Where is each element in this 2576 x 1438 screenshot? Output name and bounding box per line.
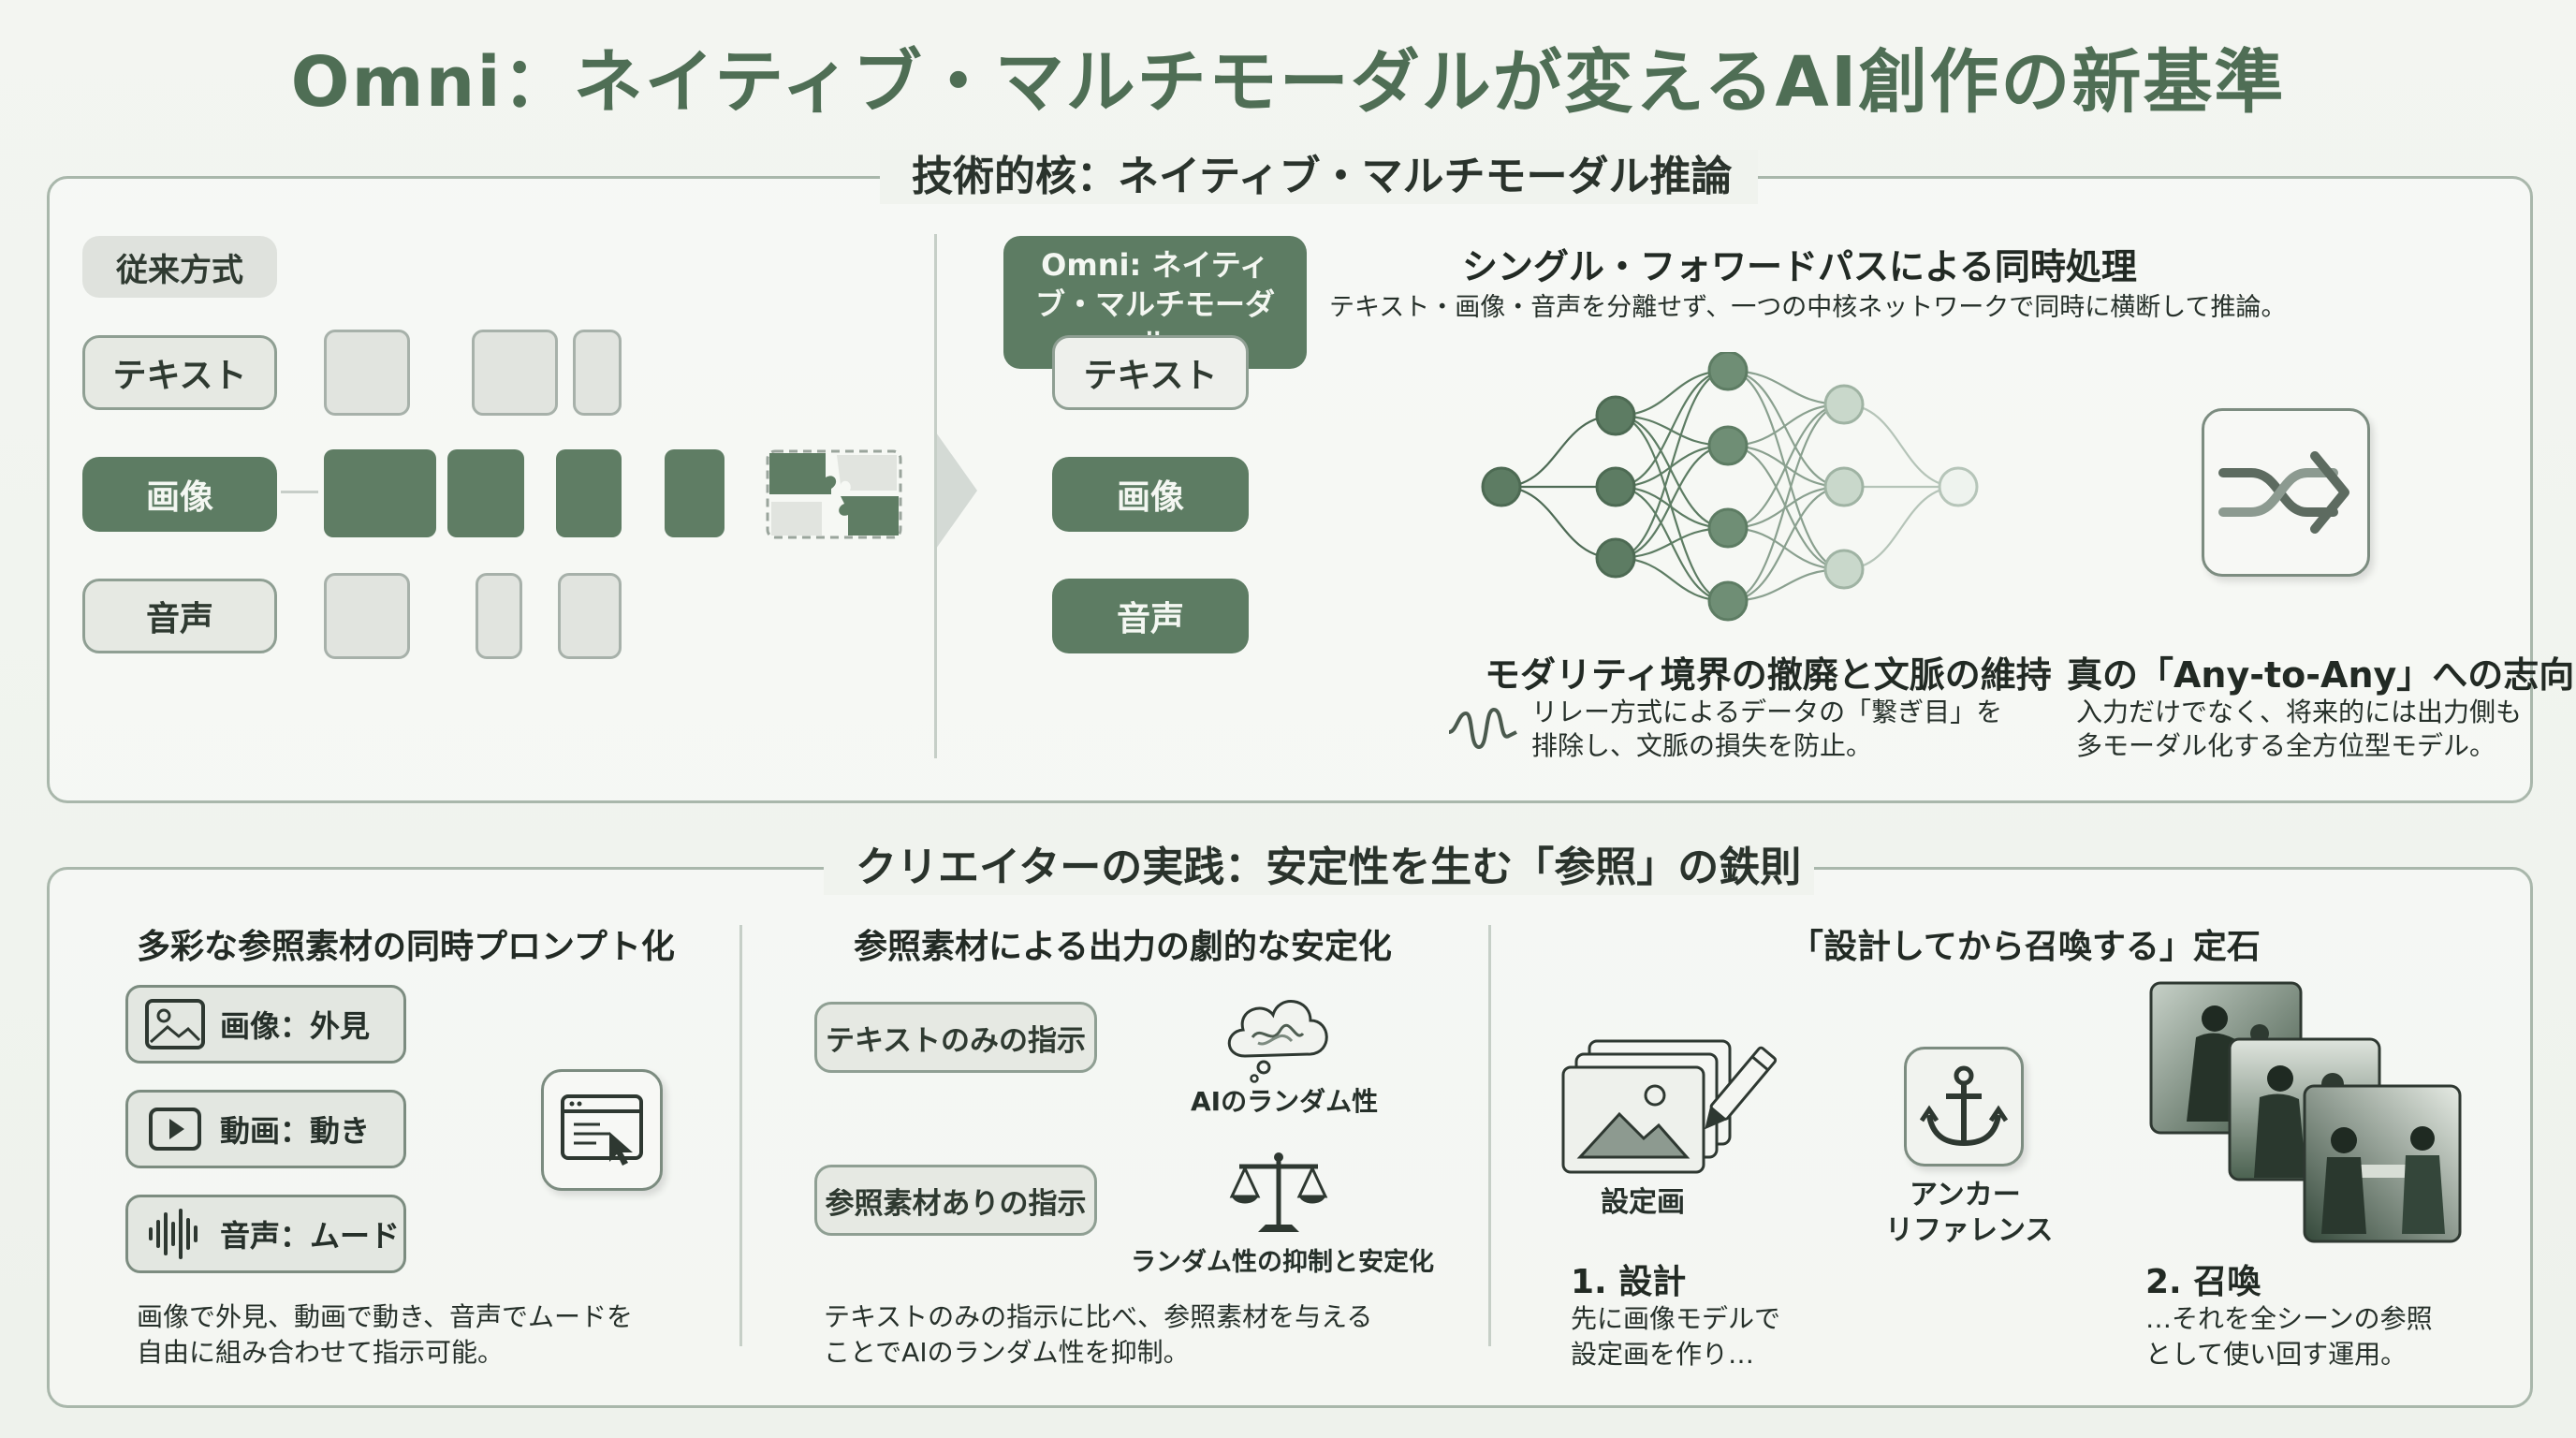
ref-item-video: 動画：動き: [125, 1090, 406, 1168]
legacy-image-pill: 画像: [82, 457, 277, 532]
legacy-audio-pill: 音声: [82, 579, 277, 653]
network-node: [1823, 549, 1865, 590]
page-title: Omni：ネイティブ・マルチモーダルが変えるAI創作の新基準: [290, 42, 2286, 123]
network-edge: [1500, 414, 1617, 489]
anchor-label-line-1: アンカー: [1910, 1179, 2021, 1211]
top-divider: [934, 234, 937, 758]
bottom-divider-2: [1488, 925, 1491, 1346]
legacy-method-label: 従来方式: [82, 236, 277, 298]
legacy-arrow-icon: [281, 491, 318, 493]
legacy-image-block: [556, 449, 622, 537]
anchor-icon: [1919, 1065, 2009, 1147]
legacy-text-block: [324, 330, 410, 416]
chevron-right-icon: [936, 433, 977, 549]
col2-desc-line-1: テキストのみの指示に比べ、参照素材を与える: [824, 1301, 1373, 1332]
legacy-text-pill: テキスト: [82, 335, 277, 410]
network-node: [1938, 466, 1979, 507]
network-node: [1481, 466, 1522, 507]
any-to-any-line-2: 多モーダル化する全方位型モデル。: [2076, 730, 2496, 761]
step1-line-2: 設定画を作り…: [1571, 1339, 1755, 1370]
legacy-text-block: [573, 330, 622, 416]
stabilized-label: ランダム性の抑制と安定化: [1131, 1248, 1434, 1277]
omni-audio-pill: 音声: [1052, 579, 1249, 653]
waveform-icon: [1448, 707, 1517, 750]
text-only-pill: テキストのみの指示: [814, 1002, 1097, 1073]
any-to-any-icon: [2202, 408, 2370, 577]
network-edge: [1615, 369, 1729, 560]
legacy-text-block: [472, 330, 558, 416]
network-node: [1823, 466, 1865, 507]
anchor-label-line-2: リファレンス: [1885, 1214, 2054, 1247]
merge-arrows-icon: [2218, 451, 2349, 534]
network-edge: [1843, 403, 1959, 489]
network-edge: [1727, 403, 1845, 603]
setting-sheet-label: 設定画: [1601, 1186, 1685, 1219]
legacy-audio-block: [324, 573, 410, 659]
ref-item-video-label: 動画：動き: [220, 1113, 371, 1149]
setting-sheet-icon: [1561, 1039, 1778, 1174]
legacy-image-block: [324, 449, 436, 537]
network-edge: [1843, 485, 1959, 571]
bottom-panel: [47, 867, 2533, 1408]
bottom-panel-title: クリエイターの実践：安定性を生む「参照」の鉄則: [824, 841, 1814, 895]
col1-desc-line-1: 画像で外見、動画で動き、音声でムードを: [137, 1301, 634, 1332]
any-to-any-heading: 真の「Any-to-Any」への志向: [2067, 654, 2575, 696]
legacy-image-block: [447, 449, 524, 537]
step1-line-1: 先に画像モデルで: [1571, 1303, 1781, 1334]
col2-heading: 参照素材による出力の劇的な安定化: [854, 928, 1392, 966]
network-node: [1595, 466, 1636, 507]
col3-heading: 「設計してから召喚する」定石: [1790, 928, 2261, 966]
col2-desc-line-2: ことでAIのランダム性を抑制。: [824, 1337, 1190, 1368]
top-panel-title: 技術的核：ネイティブ・マルチモーダル推論: [880, 150, 1758, 204]
any-to-any-line-1: 入力だけでなく、将来的には出力側も: [2076, 697, 2523, 727]
boundary-heading: モダリティ境界の撤廃と文脈の維持: [1485, 654, 2052, 696]
network-node: [1595, 537, 1636, 579]
col1-heading: 多彩な参照素材の同時プロンプト化: [137, 928, 675, 966]
omni-text-pill: テキスト: [1052, 335, 1249, 410]
randomness-label: AIのランダム性: [1191, 1086, 1379, 1117]
omni-image-pill: 画像: [1052, 457, 1249, 532]
network-node: [1707, 507, 1749, 549]
network-node: [1823, 384, 1865, 425]
network-node: [1707, 580, 1749, 622]
step1-title: 1. 設計: [1571, 1263, 1687, 1301]
boundary-line-1: リレー方式によるデータの「繋ぎ目」を: [1531, 697, 2003, 727]
network-node: [1707, 352, 1749, 391]
omni-header: Omni: ネイティブ・マルチモーダル: [1003, 236, 1307, 369]
network-edge: [1727, 369, 1845, 571]
random-cloud-icon: [1227, 1000, 1328, 1083]
network-node: [1707, 425, 1749, 466]
ref-item-audio-label: 音声：ムード: [220, 1218, 401, 1254]
omni-header-text: Omni: ネイティブ・マルチモーダル: [1034, 247, 1275, 361]
ref-item-audio: 音声：ムード: [125, 1195, 406, 1273]
step2-title: 2. 召喚: [2145, 1263, 2261, 1301]
col1-desc-line-2: 自由に組み合わせて指示可能。: [137, 1337, 505, 1368]
play-icon: [149, 1108, 201, 1151]
single-pass-heading: シングル・フォワードパスによる同時処理: [1462, 246, 2137, 287]
legacy-audio-block: [558, 573, 622, 659]
anchor-icon-box: [1904, 1047, 2024, 1167]
legacy-audio-block: [476, 573, 522, 659]
single-pass-description: テキスト・画像・音声を分離せず、一つの中核ネットワークで同時に横断して推論。: [1329, 293, 2287, 322]
bottom-divider-1: [739, 925, 742, 1346]
ref-item-image-label: 画像：外見: [220, 1008, 371, 1044]
network-edge: [1500, 485, 1617, 560]
network-node: [1595, 395, 1636, 436]
audio-wave-icon: [149, 1209, 198, 1259]
prompt-window-icon: [541, 1069, 663, 1191]
boundary-line-2: 排除し、文脈の損失を防止。: [1531, 730, 1873, 761]
with-reference-pill: 参照素材ありの指示: [814, 1165, 1097, 1236]
step2-line-1: …それを全シーンの参照: [2145, 1303, 2433, 1334]
network-edge: [1615, 369, 1729, 489]
scale-icon: [1229, 1152, 1328, 1232]
neural-network-icon: [1481, 352, 1979, 622]
browser-cursor-icon: [561, 1094, 643, 1166]
ref-item-image: 画像：外見: [125, 985, 406, 1064]
scene-images-icon: [2149, 981, 2462, 1243]
step2-line-2: として使い回す運用。: [2145, 1339, 2408, 1370]
broken-puzzle-icon: [766, 449, 902, 539]
legacy-image-block: [665, 449, 724, 537]
image-icon: [145, 999, 205, 1049]
